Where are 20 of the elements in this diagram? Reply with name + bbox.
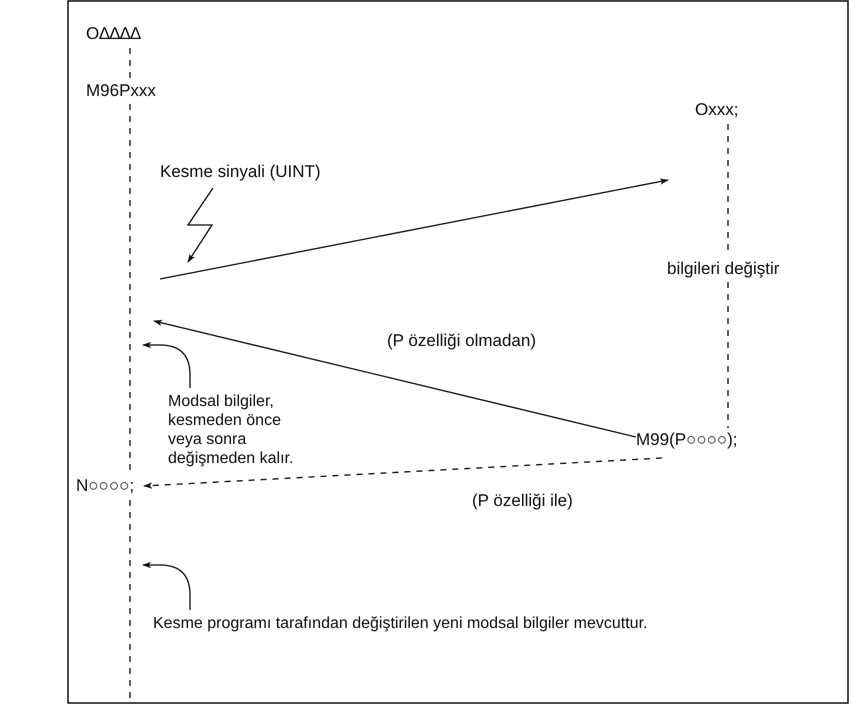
- leader-line: [142, 562, 191, 610]
- leader-line: [142, 342, 191, 388]
- code-label: M96Pxxx: [86, 81, 156, 101]
- code-label: N○○○○;: [76, 476, 134, 496]
- note-text: Kesme programı tarafından değiştirilen yeni modsal bilgiler mevcuttur.: [153, 614, 763, 633]
- lightning-arrow: [186, 188, 214, 263]
- dashed-line: [129, 48, 131, 78]
- edge-label: (P özelliği ile): [470, 491, 575, 511]
- note-text: Modsal bilgiler, kesmeden önce veya sonra değişmeden kalır.: [168, 392, 318, 468]
- dashed-line: [727, 282, 729, 428]
- arrow: [160, 178, 669, 280]
- code-label: O∆∆∆∆: [86, 24, 141, 44]
- arrow: [153, 320, 636, 438]
- dashed-arrow: [143, 457, 662, 489]
- code-label: Oxxx;: [695, 100, 738, 120]
- edge-label: (P özelliği olmadan): [385, 331, 538, 351]
- dashed-line: [129, 104, 131, 472]
- code-label: M99(P○○○○);: [636, 430, 738, 450]
- signal-label: Kesme sinyali (UINT): [160, 162, 321, 182]
- step-label: bilgileri değiştir: [667, 259, 780, 279]
